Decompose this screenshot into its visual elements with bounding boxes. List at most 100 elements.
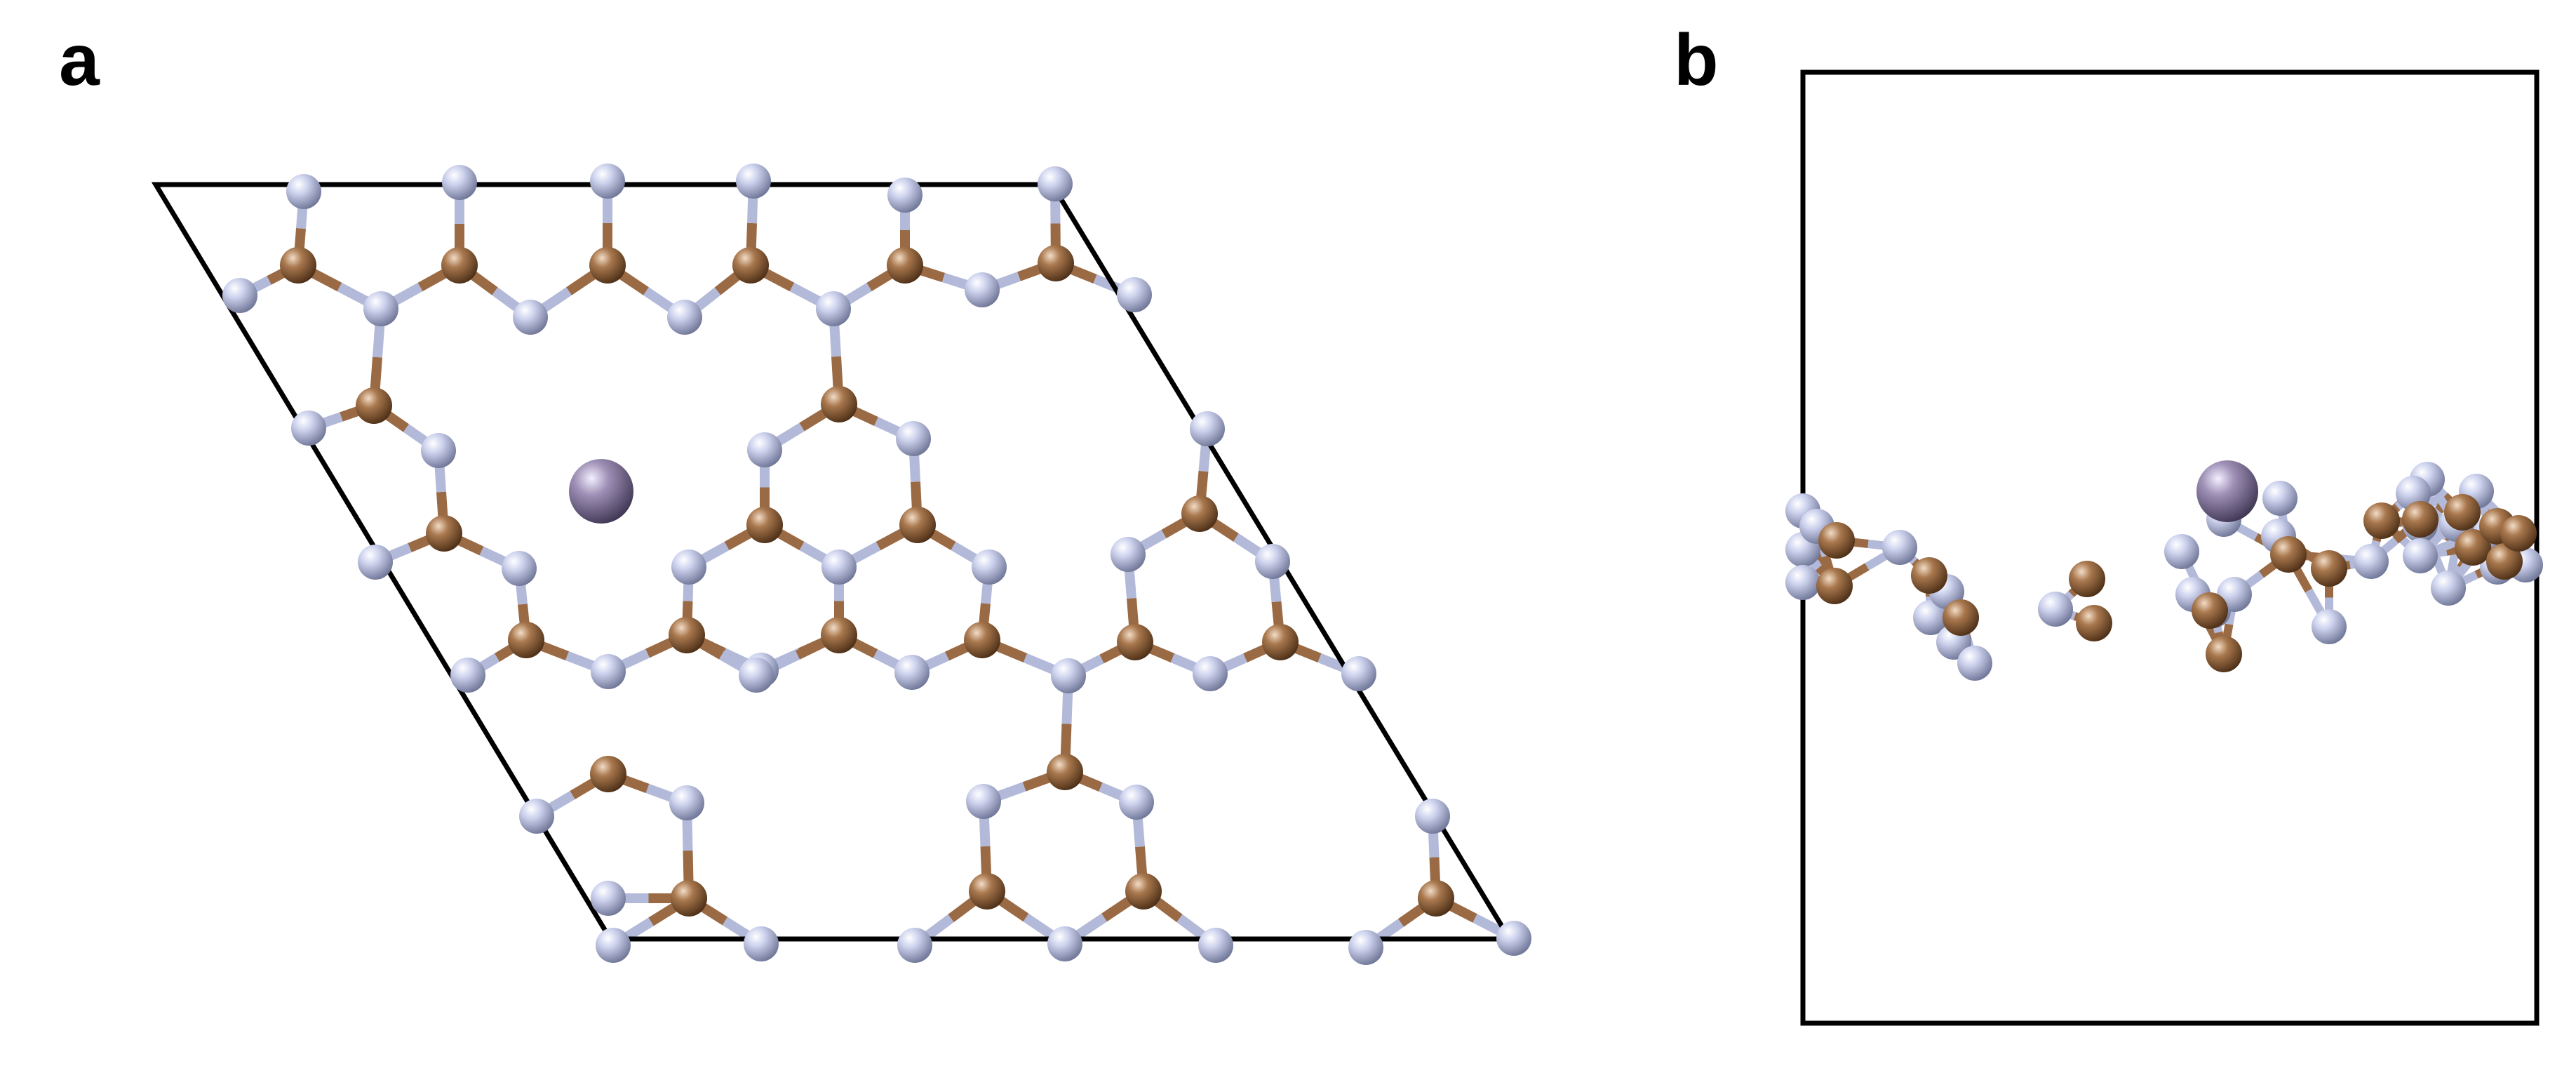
nitrogen-atom (2354, 544, 2389, 579)
carbon-atom (280, 247, 316, 284)
nitrogen-atom (671, 549, 706, 585)
carbon-atom (2270, 536, 2307, 573)
carbon-atom (1047, 754, 1083, 790)
nitrogen-atom (502, 551, 537, 586)
nitrogen-atom (821, 549, 857, 585)
nitrogen-atom (667, 300, 702, 335)
nitrogen-atom (2038, 592, 2073, 627)
nitrogen-atom (358, 545, 393, 580)
nitrogen-atom (1190, 411, 1225, 446)
nitrogen-atom (2431, 571, 2466, 606)
carbon-atom (821, 386, 857, 422)
atom-layer (1785, 460, 2543, 681)
nitrogen-atom (896, 421, 931, 456)
nitrogen-atom (1193, 656, 1228, 691)
carbon-atom (590, 756, 626, 792)
nitrogen-atom (1496, 921, 1531, 956)
carbon-atom (1262, 624, 1299, 660)
carbon-atom (2486, 543, 2523, 580)
carbon-atom (821, 617, 857, 653)
carbon-atom (671, 880, 707, 917)
panel-label-b: b (1674, 20, 1719, 101)
carbon-atom (2363, 502, 2400, 539)
nitrogen-atom (2312, 609, 2347, 644)
nitrogen-atom (669, 785, 704, 820)
nitrogen-atom (363, 291, 398, 326)
nitrogen-atom (1348, 930, 1383, 965)
nitrogen-atom (972, 549, 1007, 585)
nitrogen-atom (887, 178, 923, 213)
atom-layer (222, 164, 1531, 965)
nitrogen-atom (1882, 530, 1917, 565)
carbon-atom (426, 515, 462, 552)
nitrogen-atom (591, 881, 626, 916)
panel-b-side-view (1785, 69, 2543, 1026)
nitrogen-atom (590, 164, 625, 199)
nitrogen-atom (1111, 537, 1146, 572)
carbon-atom (1117, 624, 1153, 660)
carbon-atom (1125, 873, 1162, 910)
carbon-atom (964, 622, 1000, 658)
nitrogen-atom (897, 928, 932, 963)
nitrogen-atom (291, 411, 326, 446)
nitrogen-atom (894, 655, 930, 690)
nitrogen-atom (421, 433, 456, 468)
nitrogen-atom (513, 300, 548, 335)
carbon-atom (1181, 495, 1218, 532)
nitrogen-atom (1913, 600, 1948, 635)
carbon-atom (2192, 592, 2228, 629)
carbon-atom (969, 873, 1005, 910)
nitrogen-atom (1341, 656, 1376, 691)
nitrogen-atom (747, 432, 782, 467)
carbon-atom (441, 247, 478, 284)
carbon-atom (508, 622, 544, 658)
nitrogen-atom (966, 784, 1001, 819)
nitrogen-atom (736, 164, 771, 199)
carbon-atom (2500, 515, 2537, 552)
bond-layer (237, 180, 1517, 952)
carbon-atom (732, 247, 769, 284)
nitrogen-atom (1038, 166, 1073, 201)
nitrogen-atom (2403, 538, 2438, 573)
nitrogen-atom (965, 272, 1000, 307)
nitrogen-atom (222, 278, 257, 313)
carbon-atom (2444, 494, 2481, 531)
carbon-atom (1911, 557, 1947, 594)
carbon-atom (1818, 522, 1855, 559)
nitrogen-atom (596, 928, 631, 963)
metal-atom (569, 459, 633, 524)
nitrogen-atom (1051, 658, 1086, 693)
nitrogen-atom (1957, 646, 1992, 681)
nitrogen-atom (1785, 565, 1820, 600)
nitrogen-atom (1119, 785, 1154, 820)
nitrogen-atom (1117, 277, 1152, 312)
metal-atom (2196, 460, 2258, 522)
carbon-atom (2455, 529, 2491, 566)
nitrogen-atom (739, 658, 774, 693)
nitrogen-atom (1415, 799, 1450, 834)
carbon-atom (1816, 568, 1853, 604)
nitrogen-atom (1198, 928, 1233, 963)
panel-a-top-view (151, 164, 1531, 965)
nitrogen-atom (519, 799, 554, 834)
nitrogen-atom (1047, 926, 1082, 961)
carbon-atom (1038, 245, 1074, 281)
carbon-atom (2311, 550, 2347, 587)
nitrogen-atom (286, 174, 321, 209)
nitrogen-atom (450, 658, 485, 693)
carbon-atom (2069, 561, 2105, 597)
panel-label-a: a (59, 20, 100, 101)
nitrogen-atom (2164, 534, 2199, 569)
nitrogen-atom (442, 165, 477, 200)
carbon-atom (2206, 636, 2242, 672)
carbon-atom (2402, 501, 2439, 538)
carbon-atom (2076, 605, 2112, 641)
carbon-atom (589, 247, 626, 284)
nitrogen-atom (1255, 544, 1290, 579)
carbon-atom (1418, 880, 1454, 917)
nitrogen-atom (744, 926, 779, 961)
carbon-atom (746, 507, 783, 543)
nitrogen-atom (2262, 481, 2297, 516)
carbon-atom (669, 617, 705, 653)
carbon-atom (899, 507, 936, 543)
